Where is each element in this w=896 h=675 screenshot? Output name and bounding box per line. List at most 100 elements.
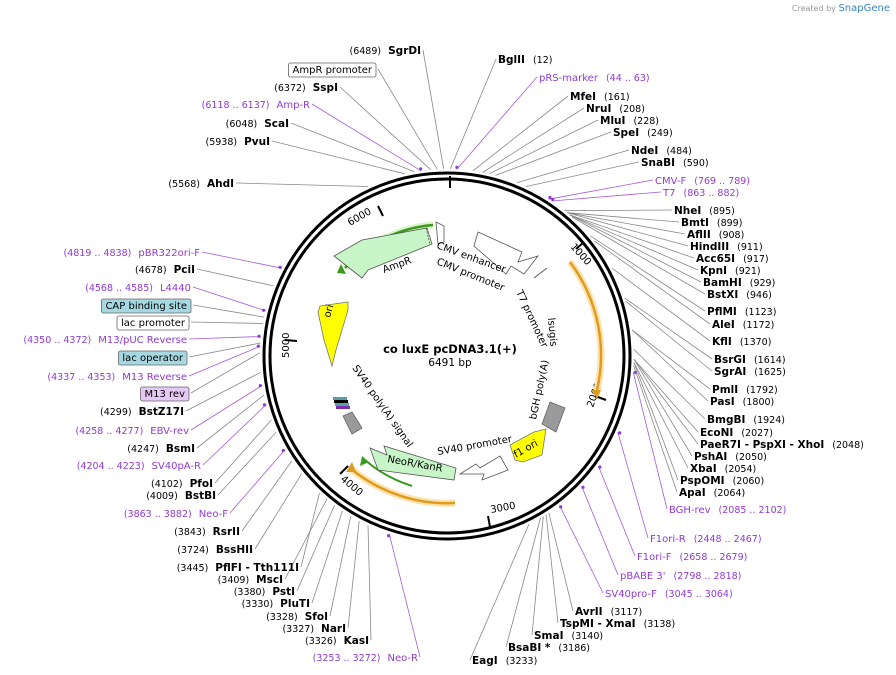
left-label-rsrii-leader [241, 460, 293, 532]
right-label-bstxi-pos: (946) [746, 290, 772, 301]
left-label-lac-promoter-leader [190, 321, 263, 324]
right-label-f1ori-r-pos: (2448 .. 2467) [694, 534, 762, 545]
feature-bgh-polya [541, 401, 566, 433]
left-label-cap-binding-site-box [101, 298, 192, 314]
left-label-scai-leader [290, 122, 415, 173]
left-label-sspi: SspI [313, 82, 338, 94]
snapgene-brand: SnapGene [838, 3, 890, 14]
left-label-neo-f: Neo-F [199, 509, 229, 520]
right-label-tspmi-xmai-leader [545, 514, 559, 624]
right-label-ndei-pos: (484) [666, 146, 692, 157]
right-label-prs-marker: pRS-marker [539, 73, 599, 84]
feature-lac-operator-block [335, 403, 349, 406]
right-label-paer7i-pspxi-xhoi-leader [633, 359, 699, 445]
right-label-sgrai-pos: (1625) [754, 367, 786, 378]
right-label-f1ori-r-mark [618, 431, 622, 435]
right-label-pbabe-3: pBABE 3' [620, 571, 666, 582]
backbone-inner-ring [268, 177, 626, 535]
right-label-bsrgi-leader [624, 297, 713, 360]
left-label-pfoi: PfoI [190, 478, 213, 490]
left-label-sv40pa-r-leader [202, 404, 267, 466]
right-label-pasi-pos: (1800) [743, 397, 775, 408]
left-label-sgrdi: SgrDI [388, 45, 421, 57]
left-label-m13-reverse-mark [256, 344, 260, 348]
tick-3000: 3000 [490, 501, 517, 516]
right-label-bmgbi-pos: (1924) [753, 415, 785, 426]
left-label-bstbi-leader [217, 431, 277, 496]
right-label-nhei-pos: (895) [709, 206, 735, 217]
right-label-bamhi-leader [569, 214, 702, 283]
right-label-mlui-pos: (228) [633, 116, 659, 127]
left-label-neo-f-leader [229, 449, 286, 514]
left-label-bstz17i-pos: (4299) [100, 407, 132, 418]
left-label-amp-r-mark [419, 167, 423, 171]
label-ori: ori [322, 303, 336, 318]
left-label-m13-rev-box [140, 386, 190, 402]
left-label-kasi: KasI [344, 635, 369, 647]
left-label-amp-r-leader [311, 103, 422, 172]
label-t7-promoter: T7 promoter [513, 288, 550, 351]
plasmid-name: co luxE pcDNA3.1(+) [383, 342, 517, 356]
right-label-smai-pos: (3140) [572, 631, 604, 642]
right-label-nhei: NheI [674, 205, 701, 217]
right-label-bgh-rev-leader [632, 372, 668, 510]
right-label-bgh-rev-mark [633, 370, 637, 375]
left-label-pfoi-pos: (4102) [151, 479, 183, 490]
left-label-pluti-leader [311, 510, 343, 604]
tick-6000: 6000 [346, 206, 374, 228]
left-label-ebv-rev-pos: (4258 .. 4277) [75, 426, 143, 437]
right-label-nrui-leader [482, 107, 585, 173]
left-label-nari-pos: (3327) [282, 624, 314, 635]
right-label-acc65i-leader [569, 214, 695, 259]
left-label-pbr322ori-f-leader [201, 251, 282, 269]
left-label-bstbi: BstBI [185, 490, 216, 502]
left-label-lac-operator-box [118, 350, 188, 366]
feature-amp-orf-arrowhead [337, 264, 346, 274]
right-label-pbabe-3-pos: (2798 .. 2818) [674, 571, 742, 582]
right-label-f1ori-f-mark [598, 465, 602, 469]
right-label-eagi: EagI [472, 655, 498, 667]
right-label-pspomi-pos: (2060) [733, 476, 765, 487]
left-label-neo-f-pos: (3863 .. 3882) [124, 509, 192, 520]
left-label-pflfi-tth111i-leader [300, 492, 320, 568]
left-label-m13-puc-reverse-pos: (4350 .. 4372) [23, 335, 91, 346]
right-label-apai: ApaI [679, 487, 706, 499]
left-label-m13-rev-leader [190, 352, 261, 394]
right-label-bstxi-leader [571, 216, 706, 295]
left-label-m13-reverse-leader [188, 345, 261, 377]
left-label-scai: ScaI [264, 118, 289, 130]
left-label-scai-pos: (6048) [226, 119, 258, 130]
left-label-sgrdi-leader [422, 49, 445, 170]
right-label-spei-pos: (249) [647, 128, 673, 139]
right-label-f1ori-f: F1ori-F [637, 552, 672, 563]
left-label-sfoi: SfoI [305, 611, 328, 623]
left-label-msci-leader [284, 499, 328, 580]
right-label-kfli-pos: (1370) [740, 337, 772, 348]
right-label-hindiii-leader [567, 212, 689, 247]
right-label-bsrgi: BsrGI [714, 354, 746, 366]
feature-lac-promoter-block [334, 400, 348, 403]
left-label-l4440: L4440 [160, 283, 191, 294]
right-label-bsabi-leader [505, 517, 541, 648]
right-label-pbabe-3-leader [581, 485, 619, 576]
right-label-bamhi-pos: (929) [750, 278, 776, 289]
right-label-sv40pro-f-leader [559, 505, 604, 594]
right-label-prs-marker-leader [456, 76, 538, 170]
right-label-bglii: BglII [498, 54, 525, 66]
left-label-sfoi-leader [329, 516, 352, 617]
right-label-pasi: PasI [710, 396, 735, 408]
right-label-pasi-leader [631, 329, 709, 402]
left-label-bstz17i: BstZ17I [139, 406, 184, 418]
feature-neor-kanr [369, 445, 457, 481]
left-label-sgrdi-pos: (6489) [350, 46, 382, 57]
right-label-tspmi-xmai: TspMI - XmaI [560, 618, 636, 630]
right-label-sv40pro-f-mark [559, 505, 563, 509]
left-label-msci-pos: (3409) [218, 575, 250, 586]
right-label-pflmi-pos: (1123) [745, 307, 777, 318]
left-label-rsrii: RsrII [213, 526, 240, 538]
left-label-lac-promoter-box [116, 315, 190, 331]
right-label-t7-pos: (863 .. 882) [683, 188, 739, 199]
right-label-pshai-leader [633, 359, 693, 457]
right-label-kpni-pos: (921) [735, 266, 761, 277]
feature-f1-ori [509, 428, 547, 463]
